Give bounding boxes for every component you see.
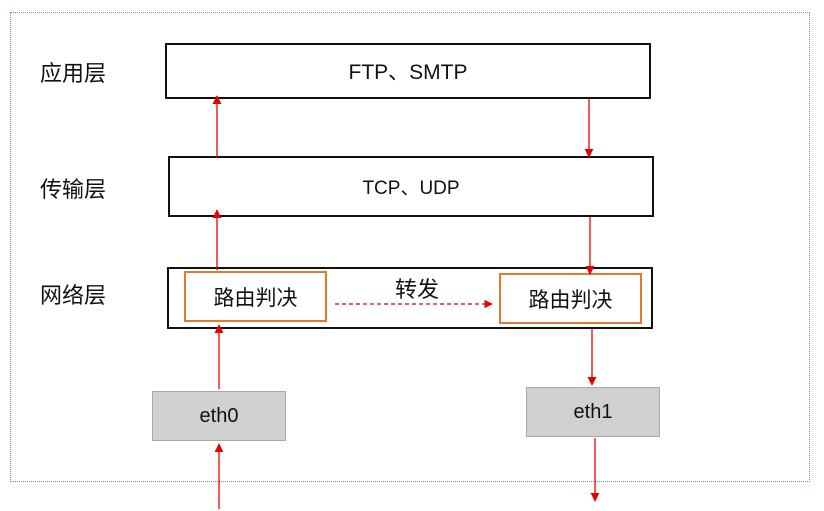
application-protocols: FTP、SMTP [348, 61, 468, 84]
forward-label: 转发 [395, 278, 440, 303]
transport-layer-box: TCP、UDP [168, 156, 654, 217]
application-layer-box: FTP、SMTP [165, 43, 651, 99]
layer-label-transport: 传输层 [40, 178, 107, 203]
transport-protocols: TCP、UDP [362, 178, 460, 199]
routing-decision-left: 路由判决 [184, 271, 327, 322]
interface-eth0: eth0 [152, 391, 286, 441]
layer-label-application: 应用层 [40, 62, 107, 87]
interface-eth1: eth1 [526, 387, 660, 437]
diagram-frame [10, 12, 810, 482]
layer-label-network: 网络层 [40, 284, 107, 309]
routing-decision-right: 路由判决 [499, 273, 642, 324]
